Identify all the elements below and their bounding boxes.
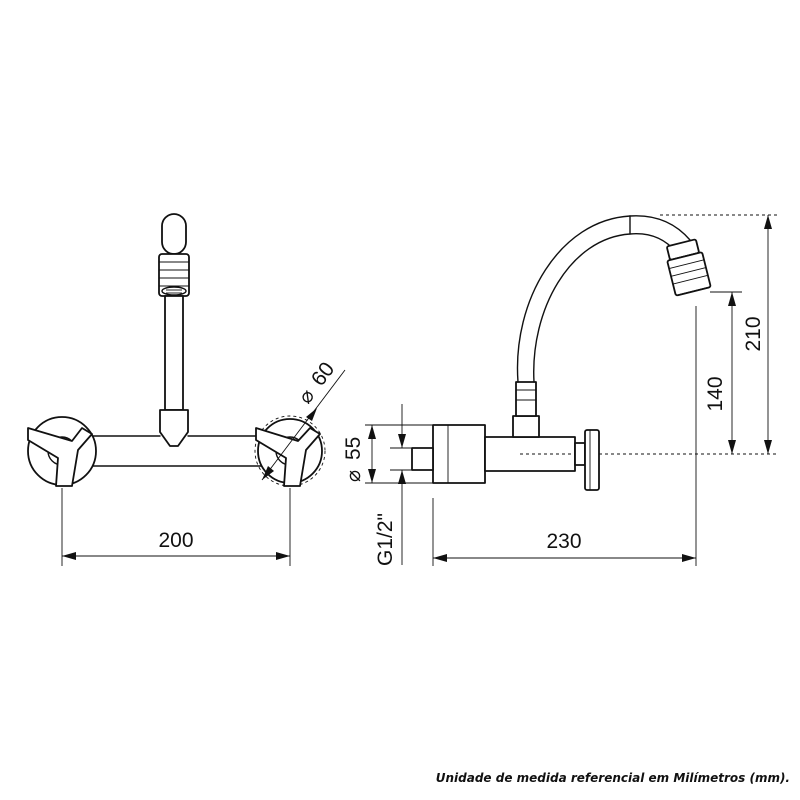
dimension-text-200: 200	[158, 529, 193, 552]
side-view: ⌀ 55 G1/2" 230	[341, 214, 778, 566]
diameter-symbol-60: ⌀	[293, 384, 319, 408]
dimension-thread: G1/2"	[374, 404, 412, 566]
side-body	[484, 429, 600, 491]
dimension-text-230: 230	[546, 530, 581, 553]
front-view: 200 ⌀ 60	[27, 213, 346, 566]
dimension-text-thread: G1/2"	[374, 513, 397, 566]
right-handle	[254, 415, 326, 487]
dimension-diameter-55: ⌀ 55	[341, 424, 433, 484]
side-flange	[411, 424, 486, 484]
left-handle	[27, 416, 97, 487]
diameter-symbol-55: ⌀	[341, 470, 365, 482]
units-footnote: Unidade de medida referencial em Milímet…	[435, 771, 790, 785]
side-spout	[516, 215, 712, 383]
dimension-230: 230	[432, 306, 697, 566]
side-spout-base	[512, 381, 540, 438]
dimension-text-210: 210	[742, 316, 765, 351]
dimension-text-140: 140	[704, 376, 727, 411]
dimension-210: 210	[742, 215, 772, 454]
dimension-text-60: 60	[307, 358, 339, 390]
dimension-140: 140	[704, 292, 736, 454]
front-spout	[158, 213, 190, 447]
dimension-200: 200	[62, 529, 290, 560]
dimension-text-55: 55	[342, 437, 365, 460]
